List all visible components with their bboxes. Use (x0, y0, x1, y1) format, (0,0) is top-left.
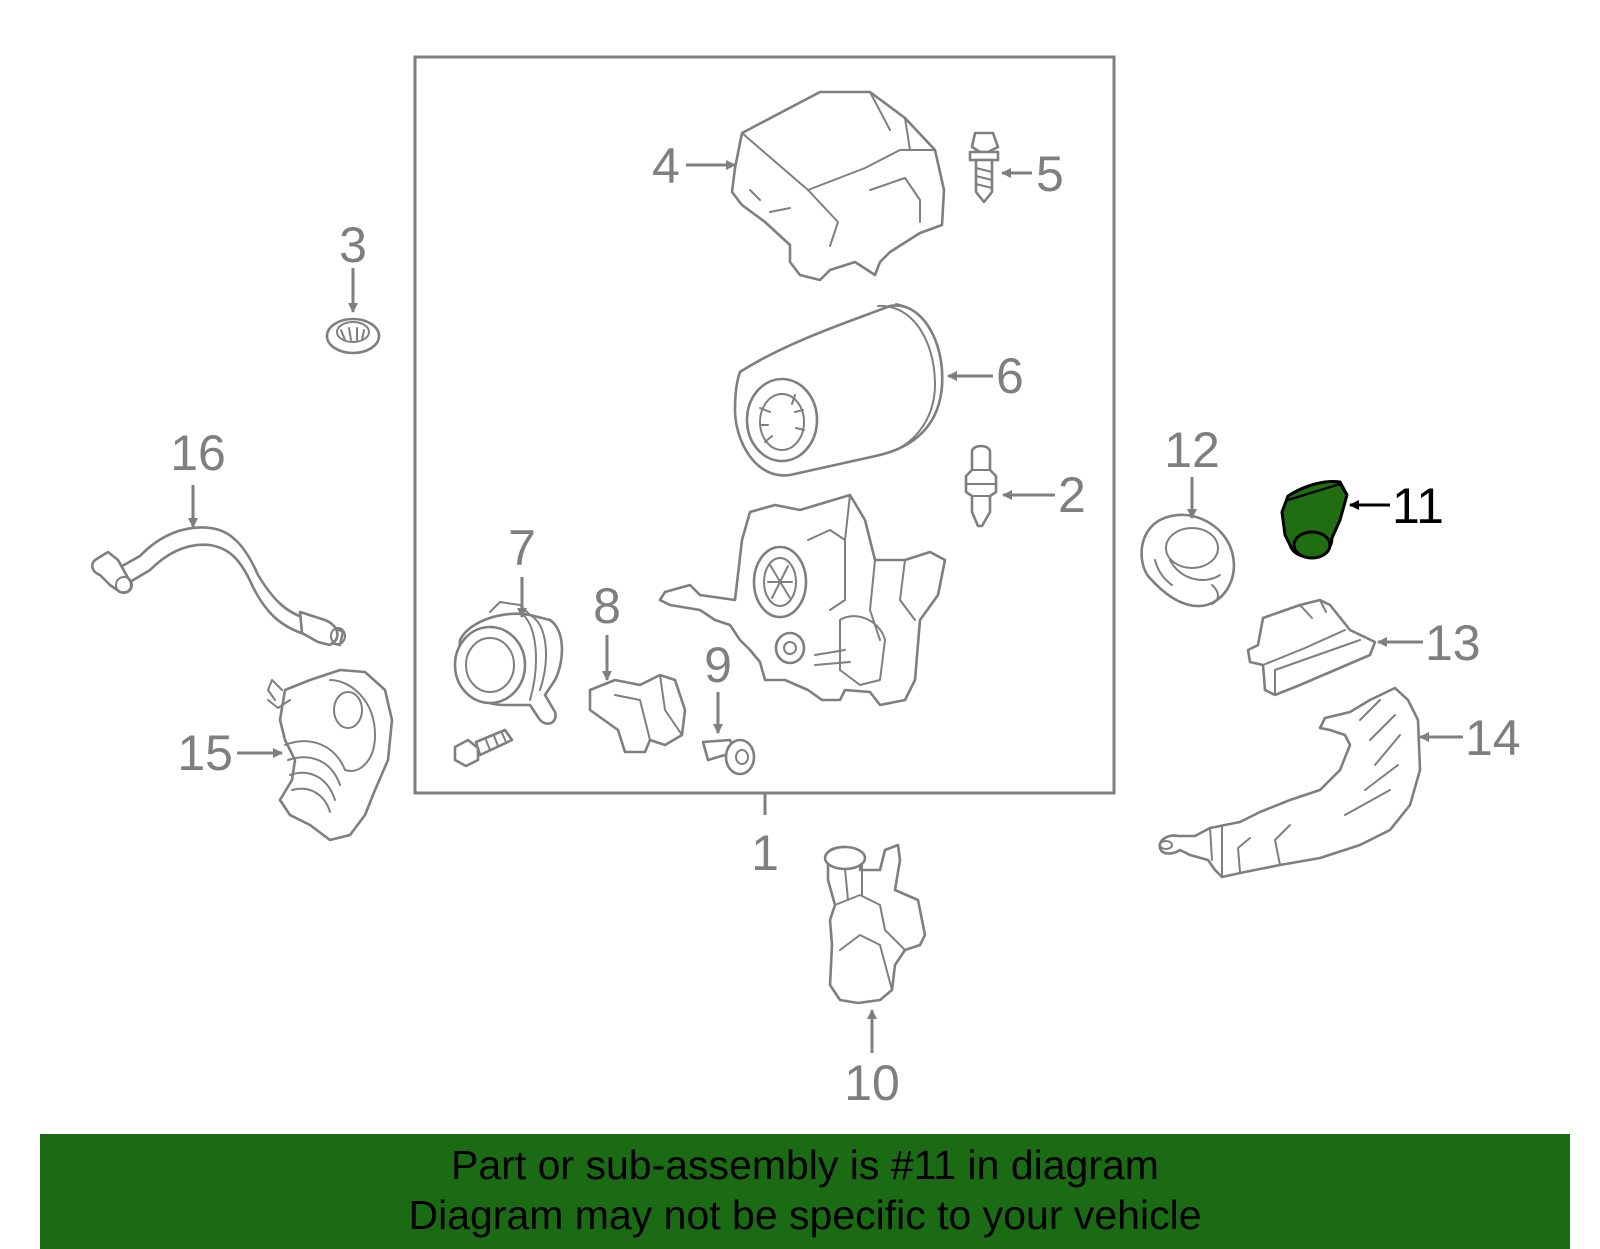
part-10-resonator (823, 843, 927, 1005)
callout-10: 10 (844, 1055, 900, 1111)
callout-12: 12 (1164, 422, 1220, 478)
banner-line-1: Part or sub-assembly is #11 in diagram (451, 1142, 1159, 1188)
part-8-bracket (588, 673, 687, 754)
callout-4: 4 (652, 138, 680, 194)
callout-7: 7 (508, 520, 536, 576)
callout-8: 8 (593, 578, 621, 634)
callout-15: 15 (177, 725, 233, 781)
part-16-hose (90, 526, 346, 647)
part-14-intake-duct (1158, 686, 1422, 879)
part-6-air-filter (733, 303, 944, 477)
part-7-sensor-housing (453, 601, 564, 725)
parts-diagram: 1 2 3 4 5 6 7 8 9 10 11 12 13 14 15 16 (90, 55, 1521, 1111)
callout-16: 16 (170, 425, 226, 481)
part-9-bolt (701, 738, 756, 776)
part-2-valve (964, 444, 998, 528)
part-15-intake-hose (267, 668, 394, 842)
part-4-air-cleaner-cover (730, 90, 946, 282)
callout-2: 2 (1058, 467, 1086, 523)
callout-9: 9 (704, 637, 732, 693)
part-11-highlighted-duct (1280, 480, 1349, 560)
banner-line-2: Diagram may not be specific to your vehi… (408, 1192, 1202, 1238)
part-12-seal (1140, 513, 1236, 608)
callout-14: 14 (1465, 710, 1521, 766)
part-7-bolt (453, 728, 514, 768)
callout-6: 6 (996, 348, 1024, 404)
callout-1: 1 (751, 825, 779, 881)
callout-13: 13 (1425, 615, 1481, 671)
part-5-bolt (968, 131, 1000, 204)
callout-5: 5 (1036, 146, 1064, 202)
callout-3: 3 (339, 217, 367, 273)
callout-11: 11 (1392, 478, 1444, 534)
part-1-air-cleaner-housing (658, 493, 947, 707)
part-13-bracket (1246, 598, 1377, 697)
info-banner: Part or sub-assembly is #11 in diagram D… (40, 1134, 1570, 1249)
part-3-grommet (325, 317, 381, 355)
